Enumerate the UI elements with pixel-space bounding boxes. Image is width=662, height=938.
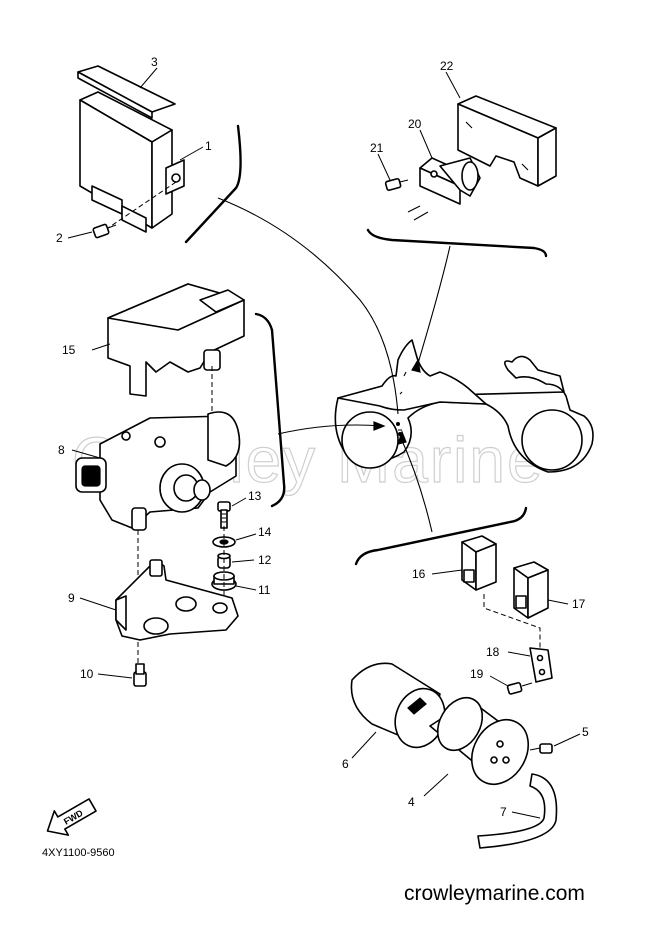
callout-2: 2 bbox=[56, 231, 63, 245]
drawing-number: 4XY1100-9560 bbox=[42, 847, 115, 859]
part-7-hose[interactable] bbox=[477, 773, 558, 849]
part-21-screw[interactable] bbox=[384, 177, 409, 191]
callout-7: 7 bbox=[500, 805, 507, 819]
fwd-arrow: FWD bbox=[46, 798, 97, 836]
callout-15: 15 bbox=[62, 343, 76, 357]
callout-3: 3 bbox=[151, 55, 158, 69]
link-top-right bbox=[415, 245, 451, 371]
part-20-relay[interactable] bbox=[419, 157, 481, 205]
ecu-bracket bbox=[184, 124, 242, 244]
callout-22: 22 bbox=[440, 59, 454, 73]
part-1-control-unit[interactable] bbox=[79, 91, 185, 233]
callout-1: 1 bbox=[205, 139, 212, 153]
link-middle-left bbox=[277, 424, 383, 435]
top-right-group: 22 20 21 bbox=[366, 59, 557, 258]
callout-5: 5 bbox=[582, 725, 589, 739]
callout-14: 14 bbox=[258, 525, 272, 539]
part-8-assembly[interactable]: 8 bbox=[58, 411, 241, 531]
callout-21: 21 bbox=[370, 141, 384, 155]
site-url[interactable]: crowleymarine.com bbox=[404, 882, 585, 905]
callout-20: 20 bbox=[408, 117, 422, 131]
callout-18: 18 bbox=[486, 645, 500, 659]
part-9-bracket[interactable] bbox=[115, 559, 239, 641]
part-17-connector[interactable] bbox=[513, 561, 549, 619]
callout-10: 10 bbox=[80, 667, 94, 681]
callout-13: 13 bbox=[248, 489, 262, 503]
part-13-bolt[interactable] bbox=[217, 501, 231, 529]
callout-16: 16 bbox=[412, 567, 426, 581]
part-19-screw[interactable] bbox=[506, 681, 533, 695]
bottom-right-bracket bbox=[354, 506, 528, 566]
middle-left-group: 15 8 13 bbox=[58, 283, 286, 687]
part-10-bolt[interactable] bbox=[133, 663, 147, 687]
bottom-right-group: 16 17 18 19 bbox=[342, 506, 589, 849]
part-16-connector[interactable] bbox=[461, 535, 497, 591]
part-22-bracket-cover[interactable] bbox=[457, 95, 557, 187]
link-bottom-right bbox=[399, 435, 433, 533]
callout-11: 11 bbox=[258, 583, 271, 597]
part-6-pump-body[interactable] bbox=[350, 662, 452, 754]
callout-6: 6 bbox=[342, 757, 349, 771]
part-4-filter[interactable] bbox=[429, 690, 540, 795]
part-15-cover[interactable]: 15 bbox=[62, 283, 245, 397]
ecu-group: 3 1 2 bbox=[56, 55, 242, 245]
part-2-screw[interactable] bbox=[92, 223, 117, 239]
callout-12: 12 bbox=[258, 553, 272, 567]
part-5-screw[interactable] bbox=[529, 743, 553, 754]
part-18-plate[interactable] bbox=[529, 647, 553, 683]
callout-4: 4 bbox=[408, 795, 415, 809]
callout-8: 8 bbox=[58, 443, 65, 457]
middle-left-bracket bbox=[254, 312, 286, 508]
callout-19: 19 bbox=[470, 667, 484, 681]
top-right-bracket bbox=[366, 228, 548, 258]
callout-17: 17 bbox=[572, 597, 586, 611]
callout-9: 9 bbox=[68, 591, 75, 605]
link-ecu bbox=[217, 197, 399, 415]
part-3-cover-plate[interactable] bbox=[77, 65, 176, 119]
